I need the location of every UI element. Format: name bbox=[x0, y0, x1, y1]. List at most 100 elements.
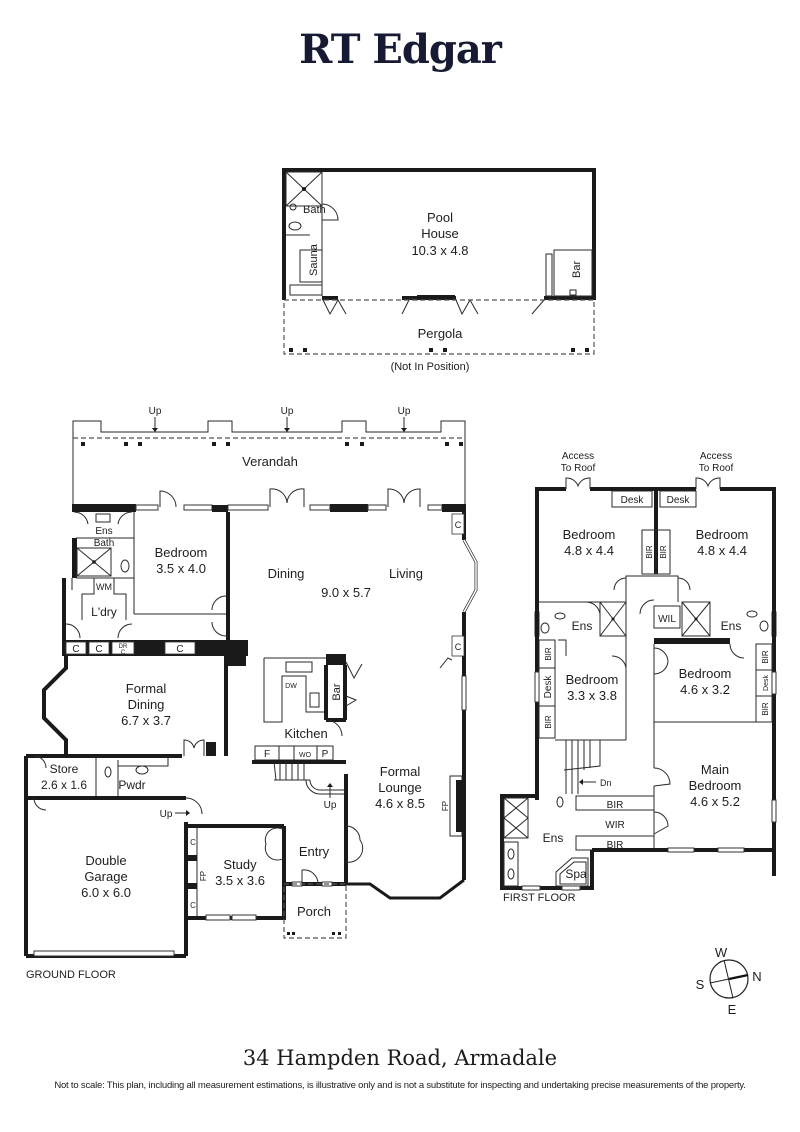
powder-label: Pwdr bbox=[118, 778, 145, 792]
verandah-up-1: Up bbox=[149, 406, 162, 417]
sauna-label: Sauna bbox=[308, 243, 320, 276]
verandah-label: Verandah bbox=[242, 454, 298, 469]
spa-label: Spa bbox=[565, 867, 587, 881]
entry-label: Entry bbox=[299, 844, 330, 859]
kitchen-bar-label: Bar bbox=[331, 683, 343, 700]
compass-e: E bbox=[728, 1002, 737, 1017]
study-fireplace-label: FP bbox=[199, 871, 208, 881]
pool-bath-label: Bath bbox=[303, 204, 326, 216]
bedroom-nw-dims: 4.8 x 4.4 bbox=[564, 543, 614, 558]
property-address: 34 Hampden Road, Armadale bbox=[242, 1046, 558, 1070]
verandah-up-2: Up bbox=[281, 406, 294, 417]
dining-living-dims: 9.0 x 5.7 bbox=[321, 585, 371, 600]
compass-w: W bbox=[715, 945, 728, 960]
roof-access-1-line1: Access bbox=[562, 451, 594, 462]
ens-bath-label-2: Bath bbox=[94, 538, 115, 549]
living-label: Living bbox=[389, 566, 423, 581]
first-floor-plan: Access To Roof Access To Roof Desk Desk … bbox=[500, 451, 777, 891]
cupboard-label-3: C bbox=[176, 644, 183, 655]
dining-label: Dining bbox=[268, 566, 305, 581]
desk-w-label: Desk bbox=[543, 675, 554, 699]
bir-nw-label: BIR bbox=[645, 545, 654, 559]
store-dims: 2.6 x 1.6 bbox=[41, 778, 87, 792]
desk-nw-label: Desk bbox=[621, 495, 645, 506]
compass-icon: W N S E bbox=[696, 945, 762, 1017]
formal-dining-label-2: Dining bbox=[128, 697, 165, 712]
first-floor-caption: FIRST FLOOR bbox=[503, 892, 576, 904]
garage-label-2: Garage bbox=[84, 869, 127, 884]
main-bedroom-label-2: Bedroom bbox=[689, 778, 742, 793]
formal-dining-label-1: Formal bbox=[126, 681, 167, 696]
bedroom-e-label: Bedroom bbox=[679, 666, 732, 681]
desk-ne-label: Desk bbox=[667, 495, 691, 506]
ens-e-label: Ens bbox=[721, 619, 742, 633]
bir-e2-label: BIR bbox=[761, 702, 770, 716]
formal-lounge-dims: 4.6 x 8.5 bbox=[375, 796, 425, 811]
formal-lounge-label-2: Lounge bbox=[378, 780, 421, 795]
bir-main-2-label: BIR bbox=[607, 840, 624, 851]
brand-logo: RT Edgar bbox=[299, 26, 502, 73]
bedroom-ne-dims: 4.8 x 4.4 bbox=[697, 543, 747, 558]
roof-access-2-line1: Access bbox=[700, 451, 732, 462]
pool-house-title-2: House bbox=[421, 226, 459, 241]
kitchen-label: Kitchen bbox=[284, 726, 327, 741]
pool-house: Bath Sauna Bar Pool House 10.3 x 4.8 Per… bbox=[282, 168, 596, 373]
roof-access-2-line2: To Roof bbox=[699, 463, 734, 474]
wm-label: WM bbox=[96, 582, 112, 592]
compass-n: N bbox=[752, 969, 761, 984]
garage-dims: 6.0 x 6.0 bbox=[81, 885, 131, 900]
store-label: Store bbox=[50, 762, 79, 776]
garage-label-1: Double bbox=[85, 853, 126, 868]
dr-label: DR bbox=[119, 644, 128, 650]
laundry-label: L'dry bbox=[91, 605, 117, 619]
pantry-label: P bbox=[322, 749, 329, 760]
lounge-fireplace-label: FP bbox=[441, 801, 450, 811]
wil-label: WIL bbox=[658, 614, 676, 625]
ens-bath-label-1: Ens bbox=[95, 526, 112, 537]
bedroom-ground-dims: 3.5 x 4.0 bbox=[156, 561, 206, 576]
study-cupboard-1: C bbox=[190, 838, 196, 847]
cupboard-label-1: C bbox=[72, 644, 79, 655]
formal-lounge-label-1: Formal bbox=[380, 764, 421, 779]
pool-bar-label: Bar bbox=[571, 261, 583, 278]
porch-label: Porch bbox=[297, 904, 331, 919]
pool-house-title-1: Pool bbox=[427, 210, 453, 225]
bir-e1-label: BIR bbox=[761, 650, 770, 664]
cupboard-label-2: C bbox=[95, 644, 102, 655]
main-bedroom-dims: 4.6 x 5.2 bbox=[690, 794, 740, 809]
dishwasher-label: DW bbox=[285, 683, 297, 690]
bedroom-ground-label: Bedroom bbox=[155, 545, 208, 560]
bir-w1-label: BIR bbox=[544, 647, 553, 661]
pergola-label: Pergola bbox=[418, 326, 464, 341]
main-bedroom-label-1: Main bbox=[701, 762, 729, 777]
pool-house-dims: 10.3 x 4.8 bbox=[411, 243, 468, 258]
bedroom-w-label: Bedroom bbox=[566, 672, 619, 687]
bedroom-w-dims: 3.3 x 3.8 bbox=[567, 688, 617, 703]
fridge-label: F bbox=[264, 749, 270, 760]
pergola-note: (Not In Position) bbox=[391, 361, 470, 373]
verandah-up-3: Up bbox=[398, 406, 411, 417]
ens-main-label: Ens bbox=[543, 831, 564, 845]
living-cupboard-2: C bbox=[455, 642, 462, 652]
stairs-down-label: Dn bbox=[600, 778, 612, 788]
garage-up-label: Up bbox=[160, 809, 173, 820]
disclaimer-text: Not to scale: This plan, including all m… bbox=[54, 1080, 746, 1091]
study-dims: 3.5 x 3.6 bbox=[215, 873, 265, 888]
stairs-up-label: Up bbox=[324, 800, 337, 811]
ground-floor-caption: GROUND FLOOR bbox=[26, 969, 116, 981]
wall-oven-label: WO bbox=[299, 752, 312, 759]
study-cupboard-2: C bbox=[190, 901, 196, 910]
bir-w2-label: BIR bbox=[544, 715, 553, 729]
compass-s: S bbox=[696, 977, 705, 992]
living-cupboard-1: C bbox=[455, 520, 462, 530]
wir-label: WIR bbox=[605, 820, 624, 831]
dr-c-label: C bbox=[121, 650, 126, 656]
ground-floor-plan: Up Up Up Verandah Ens B bbox=[24, 406, 478, 958]
ens-w-label: Ens bbox=[572, 619, 593, 633]
desk-e-label: Desk bbox=[763, 675, 770, 691]
bedroom-nw-label: Bedroom bbox=[563, 527, 616, 542]
bir-ne-label: BIR bbox=[659, 545, 668, 559]
study-label: Study bbox=[223, 857, 257, 872]
bedroom-e-dims: 4.6 x 3.2 bbox=[680, 682, 730, 697]
